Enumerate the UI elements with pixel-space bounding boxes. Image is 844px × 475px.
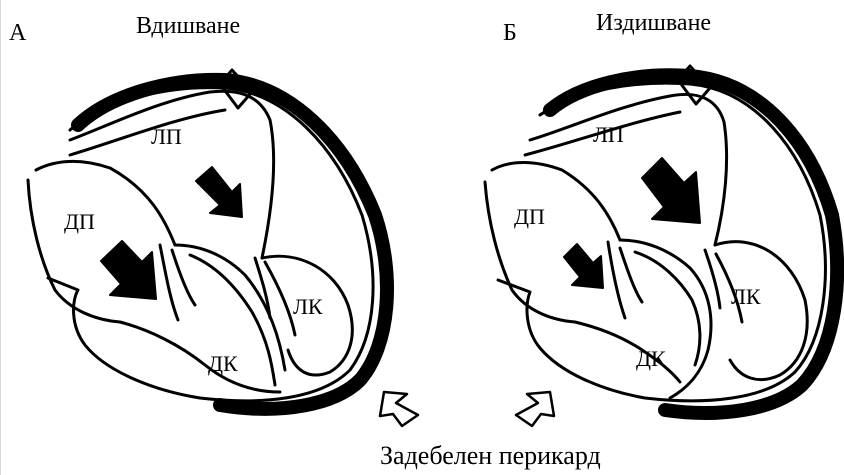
panel-b-label-lv: ЛК	[731, 286, 761, 308]
panel-b-left-ventricle	[715, 242, 807, 380]
panel-a-arrow-ra-rv	[101, 241, 156, 299]
panel-b-arrow-ra-rv	[564, 244, 603, 288]
panel-a-label-lv: ЛК	[293, 296, 323, 318]
panel-a-arrow-la-lv	[196, 167, 242, 217]
caption-thickened-pericardium: Задебелен перикард	[380, 443, 601, 469]
panel-b-label-la: ЛП	[593, 124, 624, 146]
panel-a-label-ra: ДП	[64, 211, 95, 233]
panel-b-pericardium-arrow	[516, 392, 554, 426]
panel-b-right-atrium	[492, 163, 620, 241]
panel-a-right-ventricle	[120, 322, 280, 392]
panel-a-right-atrium	[36, 161, 175, 245]
panel-b-arrow-la-lv	[642, 158, 700, 223]
panel-a-pericardium-arrow	[380, 392, 418, 426]
panel-b-label-ra: ДП	[514, 206, 545, 228]
panel-b-label-rv: ДК	[636, 348, 666, 370]
panel-a-label-la: ЛП	[151, 126, 182, 148]
panel-b-heart-diagram	[440, 0, 844, 440]
panel-a-label-rv: ДК	[208, 353, 238, 375]
